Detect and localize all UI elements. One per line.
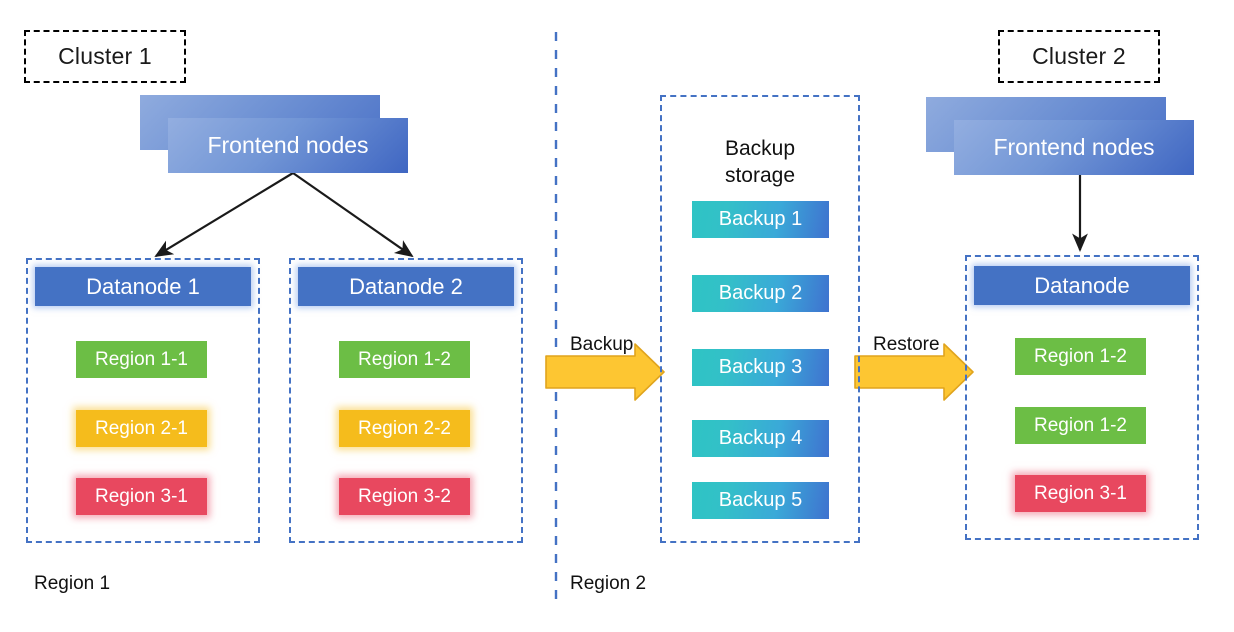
backup-storage-title: Backup storage — [660, 110, 860, 189]
backup-item-1-label: Backup 2 — [718, 282, 803, 304]
datanode-3-title: Datanode — [1034, 272, 1130, 298]
datanode-3-region-0[interactable]: Region 1-2 — [1015, 338, 1146, 375]
backup-item-1[interactable]: Backup 2 — [692, 275, 829, 312]
datanode-2-region-2-label: Region 3-2 — [358, 485, 451, 507]
cluster-label-2: Cluster 2 — [998, 30, 1160, 83]
frontend-nodes-cluster-2-label: Frontend nodes — [993, 134, 1155, 160]
datanode-2-container — [289, 258, 523, 543]
frontend-nodes-cluster-1-label: Frontend nodes — [207, 132, 369, 158]
backup-item-3[interactable]: Backup 4 — [692, 420, 829, 457]
cluster-label-1: Cluster 1 — [24, 30, 186, 83]
datanode-1-region-0-label: Region 1-1 — [95, 348, 188, 370]
backup-item-3-label: Backup 4 — [718, 427, 803, 449]
datanode-1-region-2[interactable]: Region 3-1 — [76, 478, 207, 515]
arrow-frontend-to-datanode-2 — [292, 172, 414, 258]
datanode-2-region-1[interactable]: Region 2-2 — [339, 410, 470, 447]
datanode-2-region-2[interactable]: Region 3-2 — [339, 478, 470, 515]
datanode-1-region-1[interactable]: Region 2-1 — [76, 410, 207, 447]
datanode-1-region-1-label: Region 2-1 — [95, 417, 188, 439]
backup-item-4[interactable]: Backup 5 — [692, 482, 829, 519]
backup-storage-container — [660, 95, 860, 543]
region-caption-1-text: Region 1 — [34, 573, 111, 594]
backup-item-0[interactable]: Backup 1 — [692, 201, 829, 238]
frontend-nodes-cluster-1[interactable]: Frontend nodes — [140, 95, 408, 173]
cluster-label-1-text: Cluster 1 — [58, 43, 152, 69]
datanode-1-region-2-label: Region 3-1 — [95, 485, 188, 507]
datanode-3-region-2-label: Region 3-1 — [1034, 482, 1127, 504]
frontend-nodes-cluster-1-front-card: Frontend nodes — [168, 118, 408, 173]
datanode-3-header[interactable]: Datanode — [974, 266, 1190, 305]
region-caption-1: Region 1 — [34, 573, 110, 595]
region-caption-2-text: Region 2 — [570, 573, 647, 594]
datanode-1-region-0[interactable]: Region 1-1 — [76, 341, 207, 378]
datanode-2-title: Datanode 2 — [349, 273, 463, 299]
datanode-3-region-2[interactable]: Region 3-1 — [1015, 475, 1146, 512]
datanode-2-header[interactable]: Datanode 2 — [298, 267, 514, 306]
backup-flow-label: Backup — [570, 334, 633, 356]
restore-flow-label: Restore — [873, 334, 940, 356]
cluster-label-2-text: Cluster 2 — [1032, 43, 1126, 69]
datanode-1-container — [26, 258, 260, 543]
backup-item-0-label: Backup 1 — [718, 208, 803, 230]
backup-item-2[interactable]: Backup 3 — [692, 349, 829, 386]
datanode-3-region-1[interactable]: Region 1-2 — [1015, 407, 1146, 444]
datanode-3-region-0-label: Region 1-2 — [1034, 345, 1127, 367]
frontend-nodes-cluster-2-front-card: Frontend nodes — [954, 120, 1194, 175]
datanode-3-region-1-label: Region 1-2 — [1034, 414, 1127, 436]
restore-flow-label-text: Restore — [873, 334, 940, 355]
region-caption-2: Region 2 — [570, 573, 646, 595]
backup-item-4-label: Backup 5 — [718, 489, 803, 511]
datanode-3-container — [965, 255, 1199, 540]
datanode-2-region-1-label: Region 2-2 — [358, 417, 451, 439]
frontend-nodes-cluster-2[interactable]: Frontend nodes — [926, 97, 1194, 175]
arrow-frontend-to-datanode-1 — [154, 172, 294, 258]
datanode-1-title: Datanode 1 — [86, 273, 200, 299]
datanode-1-header[interactable]: Datanode 1 — [35, 267, 251, 306]
datanode-2-region-0-label: Region 1-2 — [358, 348, 451, 370]
backup-item-2-label: Backup 3 — [718, 356, 803, 378]
datanode-2-region-0[interactable]: Region 1-2 — [339, 341, 470, 378]
backup-storage-title-text: Backup storage — [724, 137, 796, 187]
backup-flow-label-text: Backup — [570, 334, 634, 355]
